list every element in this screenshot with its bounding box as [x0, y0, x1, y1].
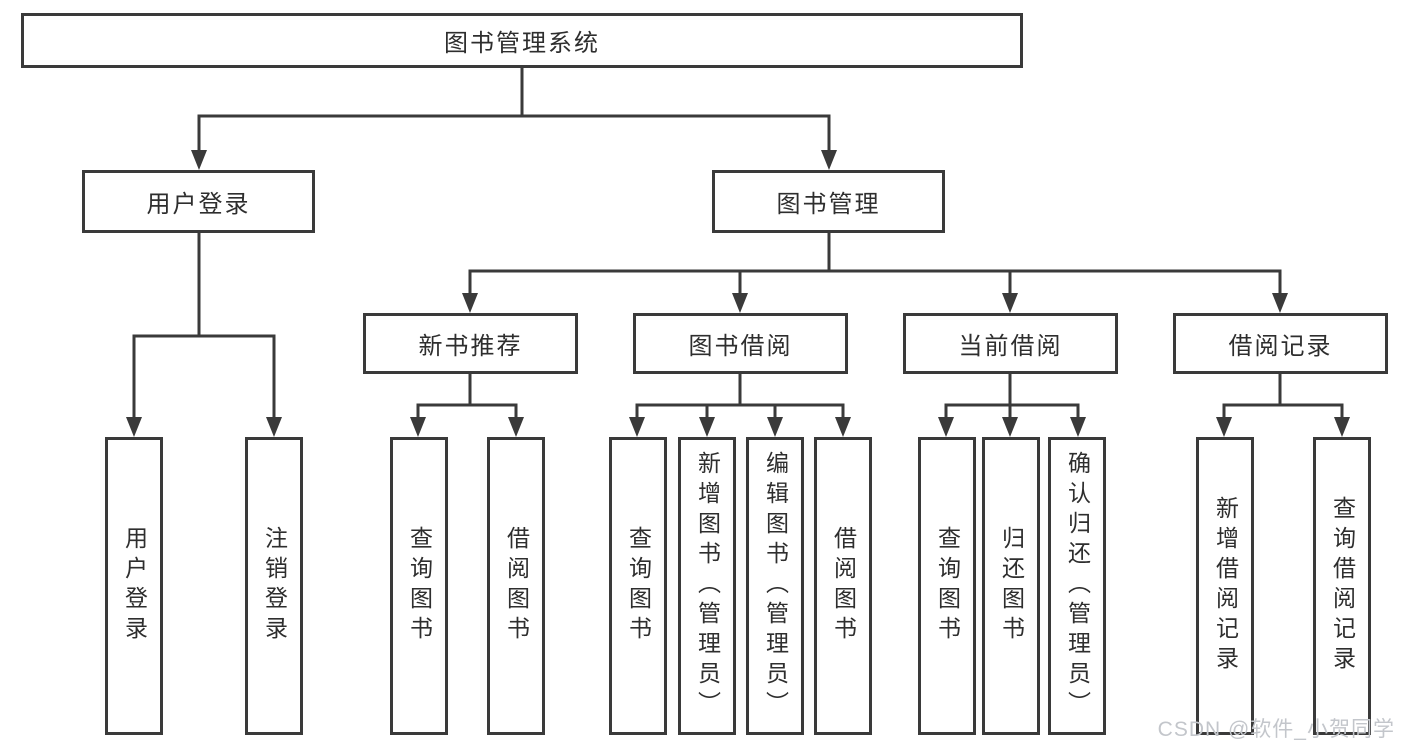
node-root: 图书管理系统 — [21, 13, 1023, 68]
leaf-query-books-recommend-label: 查询图书 — [406, 526, 433, 646]
leaf-query-borrow-record: 查询借阅记录 — [1313, 437, 1371, 735]
leaf-user-login-label: 用户登录 — [121, 526, 148, 646]
connector-borrow-record-to-leaves — [1216, 373, 1350, 437]
connector-book-mgmt-to-level3 — [462, 232, 1288, 313]
leaf-add-borrow-record-label: 新增借阅记录 — [1212, 496, 1239, 676]
leaf-return-book: 归还图书 — [982, 437, 1040, 735]
connector-user-login-to-leaves — [126, 232, 282, 437]
connector-root-to-level2 — [191, 67, 837, 170]
leaf-borrow-books-recommend-label: 借阅图书 — [503, 526, 530, 646]
leaf-confirm-return-admin: 确认归还（管理员） — [1048, 437, 1106, 735]
node-borrow-record-label: 借阅记录 — [1228, 333, 1333, 360]
leaf-edit-book-admin-label: 编辑图书（管理员） — [762, 451, 789, 721]
leaf-borrow-books-label: 借阅图书 — [830, 526, 857, 646]
leaf-borrow-books-recommend: 借阅图书 — [487, 437, 545, 735]
node-new-book-recommend-label: 新书推荐 — [418, 333, 523, 360]
node-user-login: 用户登录 — [82, 170, 315, 233]
leaf-logout: 注销登录 — [245, 437, 303, 735]
leaf-query-books-recommend: 查询图书 — [390, 437, 448, 735]
connector-new-book-recommend-to-leaves — [410, 373, 524, 437]
node-current-borrow-label: 当前借阅 — [958, 333, 1063, 360]
leaf-query-books-current-label: 查询图书 — [934, 526, 961, 646]
connector-book-borrow-to-leaves — [629, 373, 851, 437]
leaf-query-borrow-record-label: 查询借阅记录 — [1329, 496, 1356, 676]
leaf-add-book-admin: 新增图书（管理员） — [678, 437, 736, 735]
leaf-logout-label: 注销登录 — [261, 526, 288, 646]
node-book-management-label: 图书管理 — [776, 191, 881, 218]
leaf-return-book-label: 归还图书 — [998, 526, 1025, 646]
node-book-borrow: 图书借阅 — [633, 313, 848, 374]
node-new-book-recommend: 新书推荐 — [363, 313, 578, 374]
node-root-label: 图书管理系统 — [444, 30, 600, 57]
connector-current-borrow-to-leaves — [938, 373, 1086, 437]
leaf-edit-book-admin: 编辑图书（管理员） — [746, 437, 804, 735]
csdn-watermark: CSDN @软件_小贺同学 — [1157, 718, 1395, 741]
node-current-borrow: 当前借阅 — [903, 313, 1118, 374]
leaf-query-books-current: 查询图书 — [918, 437, 976, 735]
node-book-management: 图书管理 — [712, 170, 945, 233]
leaf-add-borrow-record: 新增借阅记录 — [1196, 437, 1254, 735]
node-borrow-record: 借阅记录 — [1173, 313, 1388, 374]
node-user-login-label: 用户登录 — [146, 191, 251, 218]
node-book-borrow-label: 图书借阅 — [688, 333, 793, 360]
leaf-user-login: 用户登录 — [105, 437, 163, 735]
leaf-query-books-borrow: 查询图书 — [609, 437, 667, 735]
leaf-query-books-borrow-label: 查询图书 — [625, 526, 652, 646]
leaf-add-book-admin-label: 新增图书（管理员） — [694, 451, 721, 721]
leaf-borrow-books: 借阅图书 — [814, 437, 872, 735]
leaf-confirm-return-admin-label: 确认归还（管理员） — [1064, 451, 1091, 721]
